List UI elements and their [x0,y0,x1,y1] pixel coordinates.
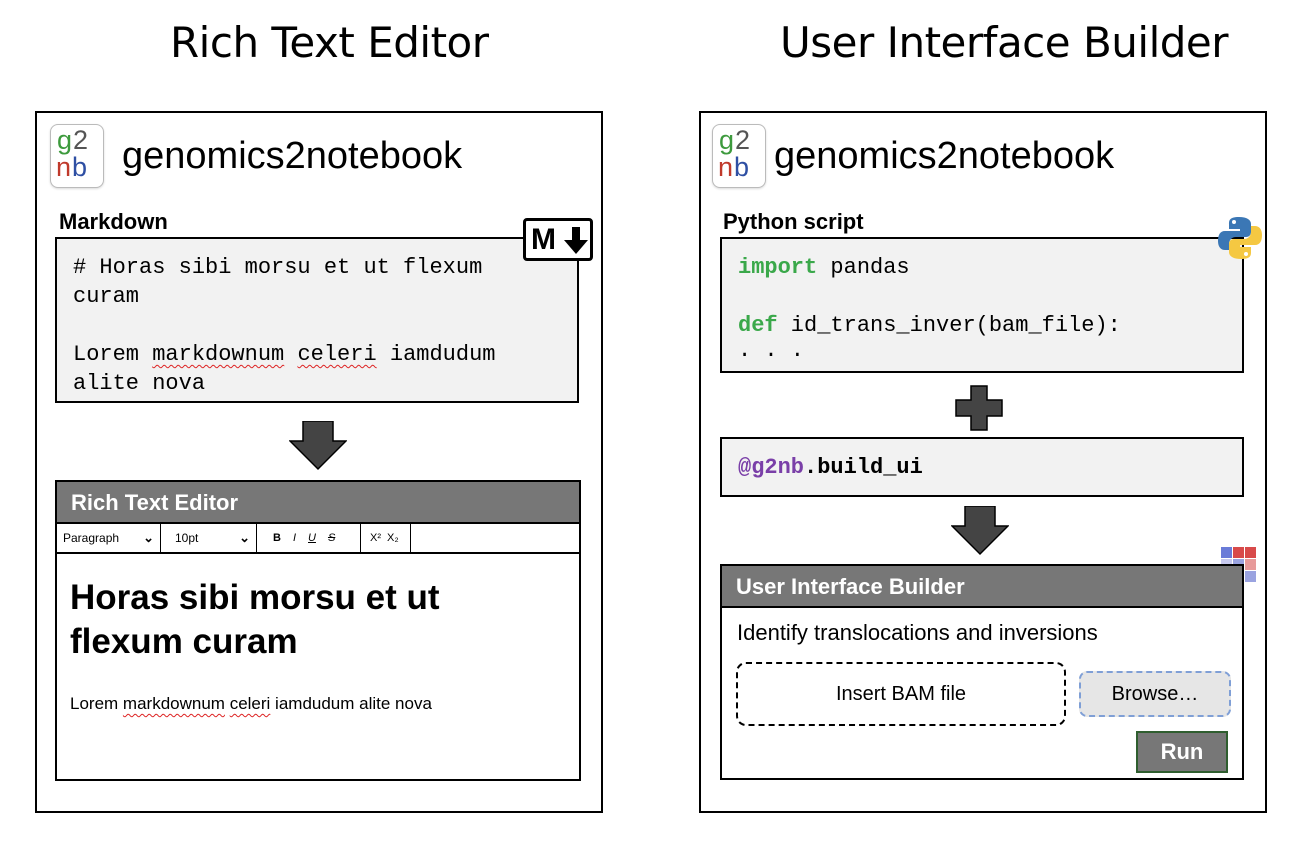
logo-2: 2 [735,125,752,155]
python-label: Python script [723,209,864,234]
bam-file-input[interactable]: Insert BAM file [736,662,1066,726]
md-line-4-a: Lorem [73,342,153,367]
decorator-method: .build_ui [804,455,923,480]
logo-b: b [72,152,89,182]
italic-button[interactable]: I [292,532,297,544]
chevron-down-icon: ⌄ [143,530,154,545]
code-line-ellipsis: . . . [738,338,805,363]
chevron-down-icon: ⌄ [239,530,250,545]
markdown-label: Markdown [59,209,168,234]
ui-builder-widget: User Interface Builder Identify transloc… [720,564,1244,780]
logo-b: b [734,152,751,182]
md-line-4-b: markdownum [152,342,285,367]
python-code-box[interactable]: import pandas def id_trans_inver(bam_fil… [720,237,1244,373]
paragraph-select[interactable]: Paragraph ⌄ [57,524,161,552]
markdown-code-box[interactable]: # Horas sibi morsu et ut flexum curam Lo… [55,237,579,403]
md-line-2: curam [73,284,140,309]
md-line-4-c [284,342,297,367]
editor-heading-line-1: Horas sibi morsu et ut [70,578,440,617]
superscript-button[interactable]: X² [370,532,381,544]
ui-builder-panel: g2 nb genomics2notebook Python script im… [699,111,1267,813]
script-group: X² X₂ [361,524,411,552]
paragraph-select-value: Paragraph [63,531,120,545]
g2nb-logo: g2 nb [50,124,104,188]
underline-button[interactable]: U [308,532,316,544]
brand-name: genomics2notebook [122,135,463,177]
editor-toolbar: Paragraph ⌄ 10pt ⌄ B I U S X² X₂ [57,524,579,554]
logo-g: g [719,125,736,155]
md-line-4: Lorem markdownum celeri iamdudum [73,340,561,369]
ui-prompt: Identify translocations and inversions [737,620,1098,645]
editor-body-e: iamdudum alite nova [270,694,432,713]
run-button[interactable]: Run [1136,731,1228,773]
font-size-select[interactable]: 10pt ⌄ [161,524,257,552]
subscript-button[interactable]: X₂ [387,532,399,544]
editor-body-a: Lorem [70,694,123,713]
editor-body-b: markdownum [122,694,225,713]
logo-g: g [57,125,74,155]
md-line-5: alite nova [73,371,206,396]
editor-heading-line-2: flexum curam [70,622,298,661]
ui-builder-title: User Interface Builder [722,566,1242,608]
editor-paragraph: Lorem markdownum celeri iamdudum alite n… [70,694,432,714]
code-line-import: import pandas [738,253,1226,282]
md-line-3 [73,311,561,340]
decorator-line: @g2nb.build_ui [738,453,1226,482]
rich-text-editor[interactable]: Rich Text Editor Paragraph ⌄ 10pt ⌄ B I … [55,480,581,781]
import-rest: pandas [817,255,910,280]
browse-button[interactable]: Browse… [1079,671,1231,717]
def-rest: id_trans_inver(bam_file): [777,313,1121,338]
python-icon [1218,217,1262,259]
brand-name: genomics2notebook [774,135,1115,177]
code-line-blank [738,282,1226,311]
left-heading: Rich Text Editor [170,18,489,67]
logo-n: n [718,152,735,182]
markdown-icon: M [523,218,593,261]
def-keyword: def [738,313,778,338]
format-group: B I U S [257,524,361,552]
code-line-def: def id_trans_inver(bam_file): [738,311,1226,340]
g2nb-logo: g2 nb [712,124,766,188]
rich-text-panel: g2 nb genomics2notebook Markdown # Horas… [35,111,603,813]
bold-button[interactable]: B [273,532,281,544]
md-line-4-d: celeri [297,342,377,367]
logo-n: n [56,152,73,182]
logo-2: 2 [73,125,90,155]
markdown-badge-letter: M [531,223,556,256]
import-keyword: import [738,255,818,280]
editor-title: Rich Text Editor [57,482,579,524]
decorator-box[interactable]: @g2nb.build_ui [720,437,1244,497]
strike-button[interactable]: S [327,532,336,544]
editor-heading: Horas sibi morsu et ut flexum curam [70,576,440,664]
down-arrow-icon [289,421,347,471]
md-line-4-e: iamdudum [376,342,496,367]
font-size-value: 10pt [175,531,199,545]
down-arrow-icon [951,506,1009,556]
md-line-1: # Horas sibi morsu et ut flexum [73,255,483,280]
plus-icon [955,385,1003,431]
editor-body-d: celeri [229,694,271,713]
right-heading: User Interface Builder [780,18,1229,67]
decorator-name: @g2nb [738,455,805,480]
